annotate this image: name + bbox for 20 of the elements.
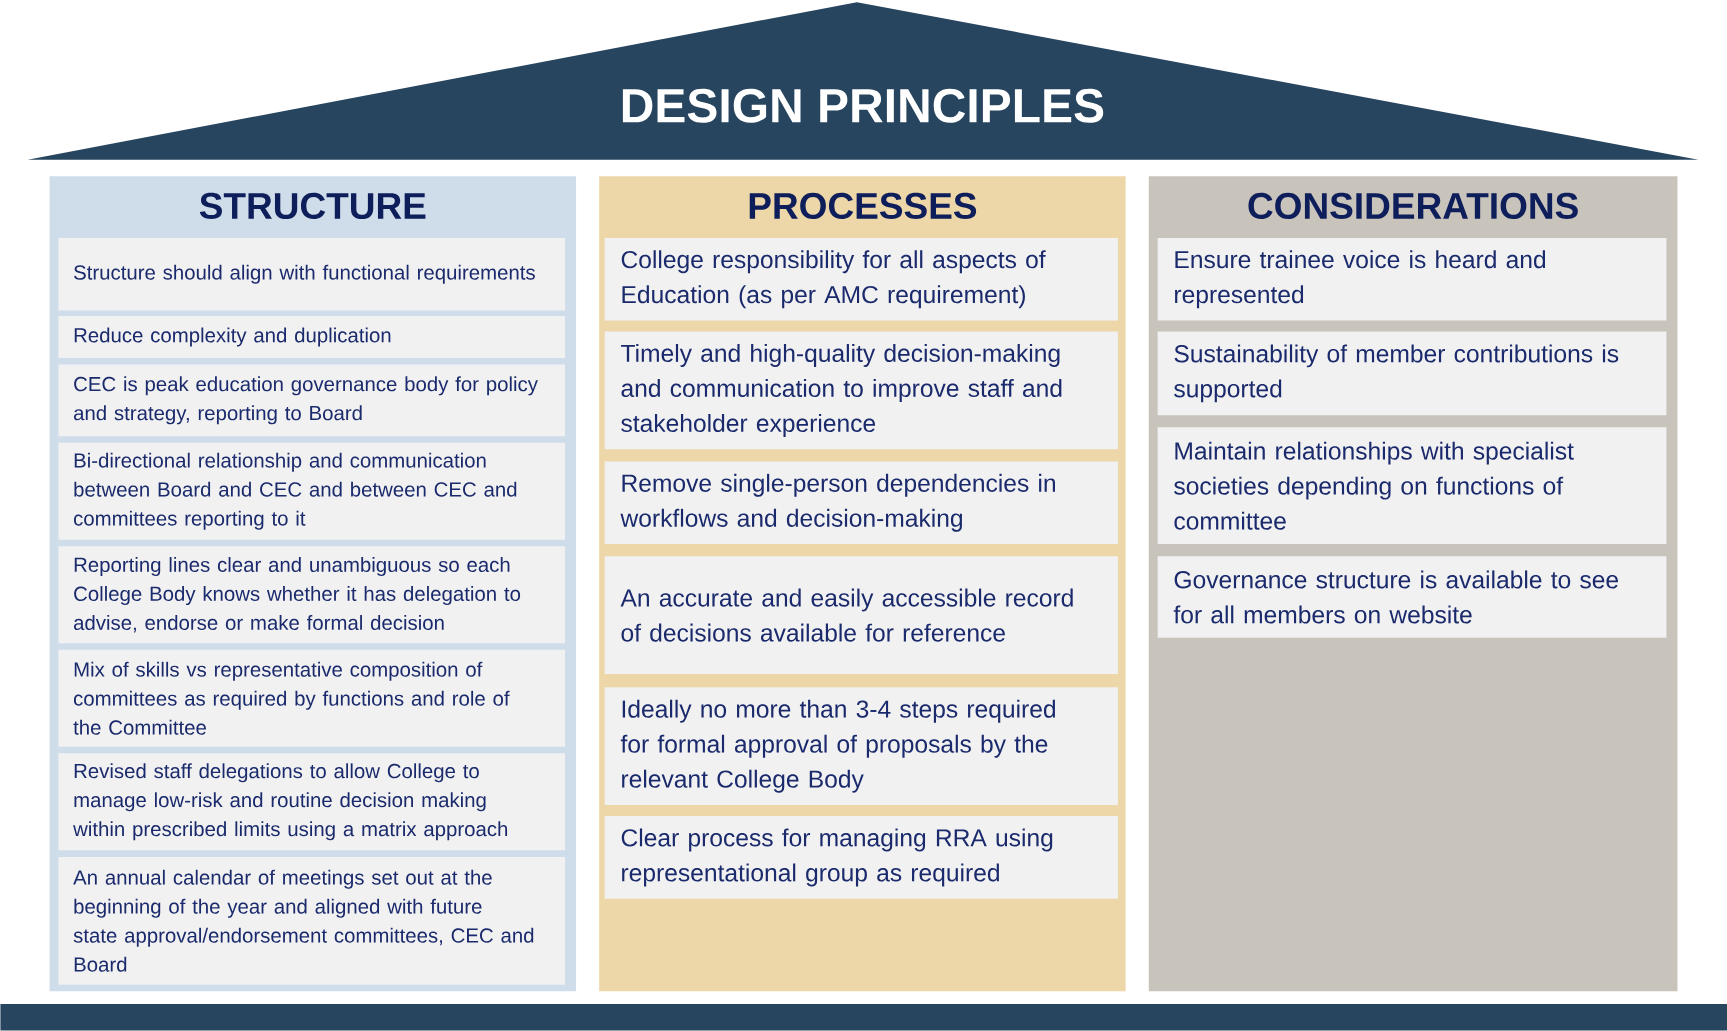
- principle-box: College responsibility for all aspects of Education (as per AMC requirement): [604, 237, 1118, 321]
- principle-box: Clear process for managing RRA using representational group as required: [604, 816, 1118, 899]
- principle-box: Ensure trainee voice is heard and represented: [1157, 237, 1667, 321]
- principle-box: Revised staff delegations to allow College to manage low-risk and routine decision making within prescribed limits using a matrix approach: [58, 753, 566, 851]
- principle-box: Timely and high-quality decision-making and communication to improve staff and stakeholder experience: [604, 331, 1118, 450]
- principle-box: Governance structure is available to see for all members on website: [1157, 556, 1667, 638]
- principle-box: An accurate and easily accessible record of decisions available for reference: [604, 556, 1118, 675]
- principle-box: Structure should align with functional requirements: [58, 237, 566, 311]
- principle-box: Bi-directional relationship and communication between Board and CEC and between CEC and committees reporting to it: [58, 442, 566, 540]
- roof-triangle: DESIGN PRINCIPLES: [27, 2, 1699, 160]
- principle-box: Sustainability of member contributions is supported: [1157, 331, 1667, 416]
- principle-box: Reduce complexity and duplication: [58, 316, 566, 358]
- principle-box: An annual calendar of meetings set out at the beginning of the year and aligned with future state approval/endorsement committees, CEC and Board: [58, 856, 566, 985]
- principle-box: Remove single-person dependencies in workflows and decision-making: [604, 461, 1118, 545]
- principle-box: Maintain relationships with specialist societies depending on functions of committee: [1157, 427, 1667, 545]
- principle-box: CEC is peak education governance body for policy and strategy, reporting to Board: [58, 364, 566, 437]
- principle-box: Mix of skills vs representative composition of committees as required by functions and role of the Committee: [58, 649, 566, 747]
- principle-box: Reporting lines clear and unambiguous so each College Body knows whether it has delegation to advise, endorse or make formal decision: [58, 546, 566, 644]
- principle-box: Ideally no more than 3-4 steps required for formal approval of proposals by the relevant College Body: [604, 687, 1118, 806]
- floor-bar: [0, 1004, 1727, 1031]
